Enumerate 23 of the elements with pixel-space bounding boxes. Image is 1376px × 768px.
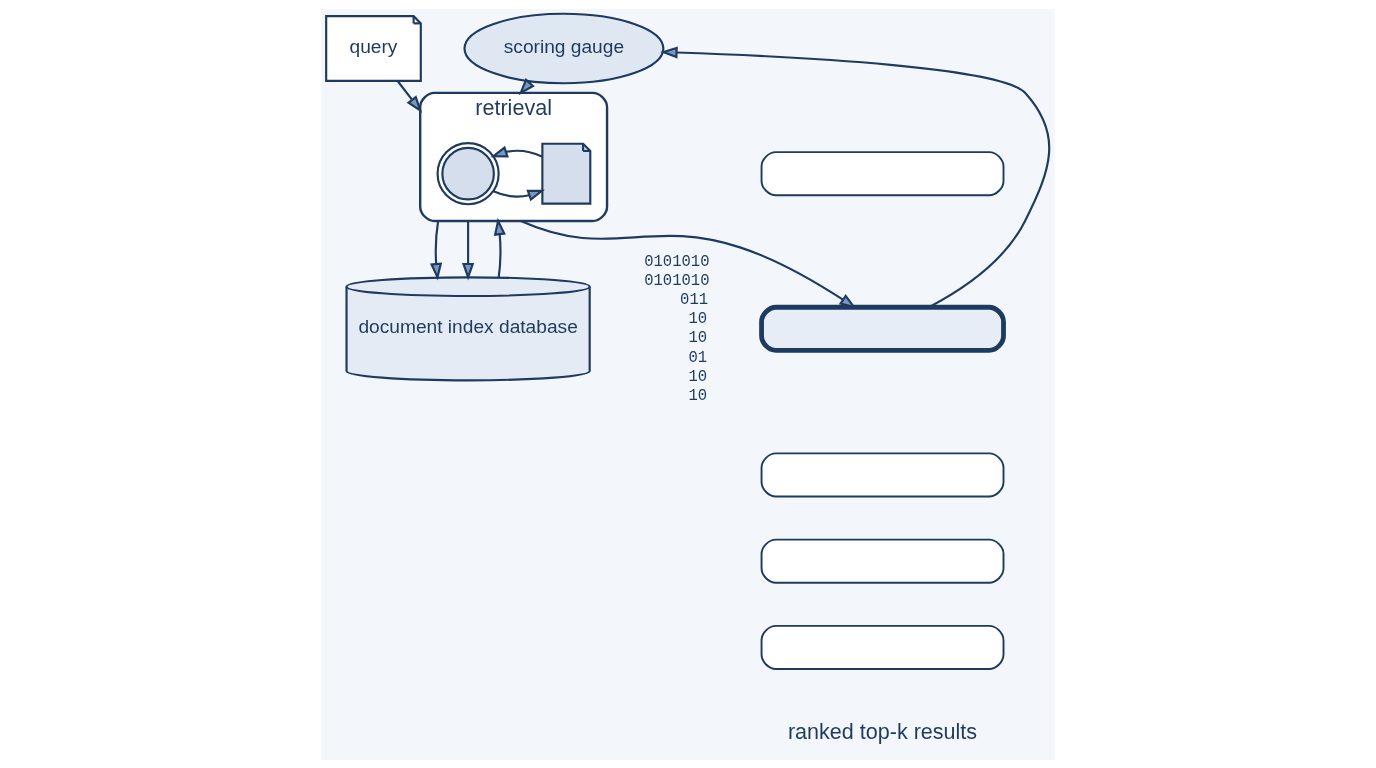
- label: 10: [688, 328, 708, 347]
- label: 0101010: [644, 252, 710, 271]
- node-box: [760, 150, 1005, 196]
- label: 011: [680, 290, 709, 309]
- cluster: retrieval: [419, 91, 609, 222]
- label: ranked top-k results: [787, 718, 978, 744]
- node-box: [760, 624, 1005, 670]
- arrow: [493, 189, 545, 201]
- node-box: [760, 451, 1005, 497]
- label: 10: [688, 367, 708, 386]
- arrow: [493, 217, 506, 277]
- label: 10: [688, 309, 708, 328]
- arrow: [396, 79, 423, 113]
- label: 0101010: [644, 271, 710, 290]
- node-box: [760, 538, 1005, 584]
- label: 10: [688, 386, 708, 405]
- arrow: [461, 220, 475, 280]
- label: 01: [688, 348, 708, 367]
- arrow: [429, 220, 443, 280]
- node-picture: [436, 141, 500, 205]
- arrow: [490, 145, 543, 158]
- node-box: [759, 304, 1006, 353]
- arrow: [660, 45, 1051, 308]
